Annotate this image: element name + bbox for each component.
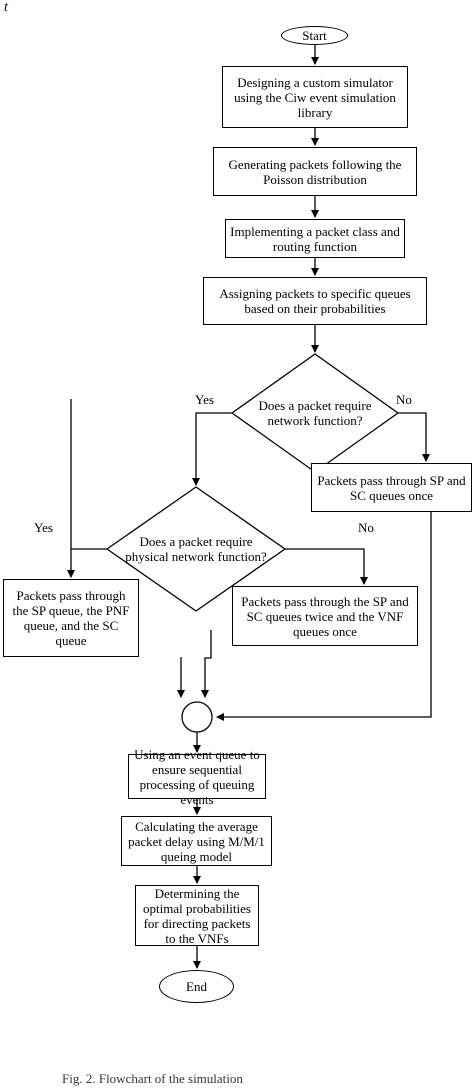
decision-network-function: Does a packet require network function? xyxy=(258,398,372,428)
step-nf-once: Packets pass through SP and SC queues on… xyxy=(311,463,472,512)
figure-caption: Fig. 2. Flowchart of the simulation xyxy=(62,1071,243,1086)
d1-yes-label: Yes xyxy=(195,392,214,407)
corner-mark: t xyxy=(4,0,8,15)
decision-physical-function: Does a packet require physical network f… xyxy=(125,534,267,564)
step-pnf-path: Packets pass through the SP queue, the P… xyxy=(3,579,139,657)
step-implement-class: Implementing a packet class and routing … xyxy=(225,219,405,258)
step-optimal-probabilities: Determining the optimal probabilities fo… xyxy=(135,885,259,946)
d2-yes-label: Yes xyxy=(34,520,53,535)
start-terminal: Start xyxy=(281,26,348,45)
step-calc-delay: Calculating the average packet delay usi… xyxy=(121,816,272,866)
step-assign-queues: Assigning packets to specific queues bas… xyxy=(203,277,427,325)
step-generate-packets: Generating packets following the Poisson… xyxy=(213,147,417,196)
d2-no-label: No xyxy=(358,520,374,535)
end-terminal: End xyxy=(159,970,234,1003)
d1-no-label: No xyxy=(396,392,412,407)
step-event-queue: Using an event queue to ensure sequentia… xyxy=(128,747,266,807)
step-vnf-path: Packets pass through the SP and SC queue… xyxy=(232,586,418,646)
step-design-simulator: Designing a custom simulator using the C… xyxy=(222,66,408,128)
